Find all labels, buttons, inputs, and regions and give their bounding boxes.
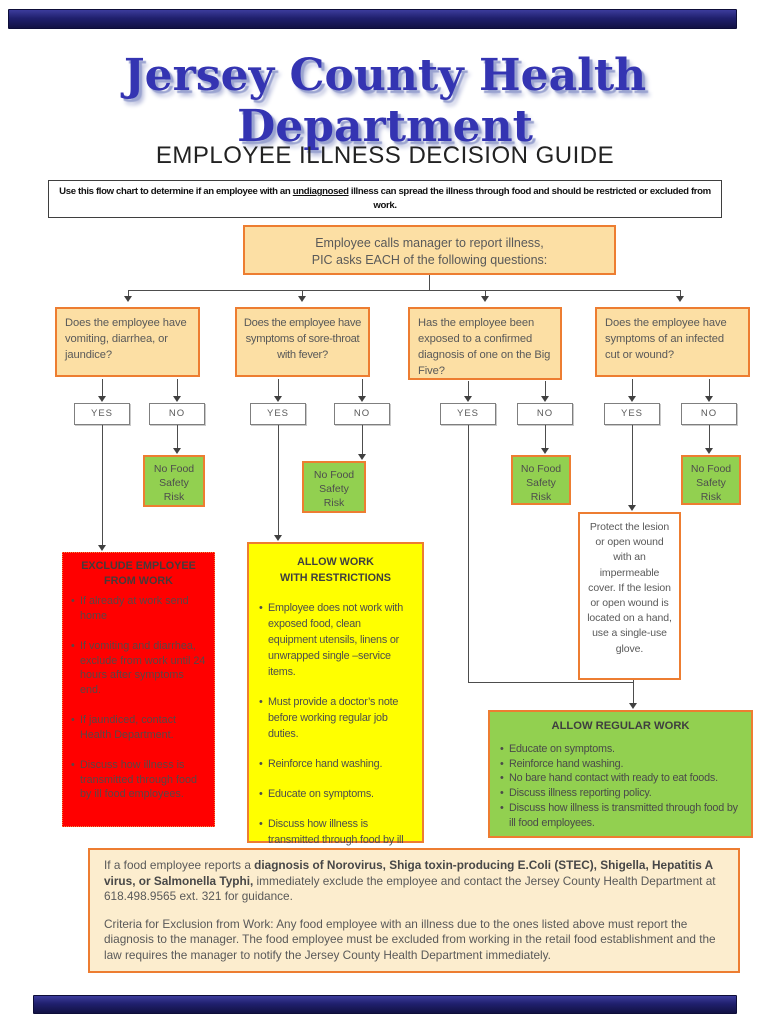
intro-box: Use this flow chart to determine if an e… [48, 180, 722, 218]
connector [102, 379, 103, 396]
arrowhead-icon [628, 396, 636, 402]
arrowhead-icon [98, 545, 106, 551]
arrowhead-icon [274, 535, 282, 541]
restrict-bullet: Reinforce hand washing. [259, 756, 412, 772]
footer-paragraph-2: Criteria for Exclusion from Work: Any fo… [104, 916, 716, 962]
exclude-bullet: If jaundiced, contact Health Department. [71, 713, 206, 742]
regular-bullet: Reinforce hand washing. [500, 757, 741, 772]
connector [632, 425, 633, 506]
regular-bullet: Discuss illness reporting policy. [500, 786, 741, 801]
connector [468, 682, 633, 683]
exclude-employee-box: EXCLUDE EMPLOYEE FROM WORK If already at… [62, 552, 215, 827]
restrict-bullet: Employee does not work with exposed food… [259, 600, 412, 680]
footer-note-box: If a food employee reports a diagnosis o… [88, 848, 740, 973]
no-risk-box-4: No Food Safety Risk [681, 455, 741, 505]
regular-bullet: Discuss how illness is transmitted throu… [500, 801, 741, 831]
no-risk-box-1: No Food Safety Risk [143, 455, 205, 507]
yes-box-3: YES [440, 403, 496, 425]
connector [362, 379, 363, 396]
page-title: Jersey County Health Department [123, 50, 647, 152]
question-box-big-five: Has the employee been exposed to a confi… [408, 307, 562, 380]
arrowhead-icon [705, 396, 713, 402]
connector [545, 381, 546, 396]
restrict-bullet: Educate on symptoms. [259, 786, 412, 802]
regular-bullet: No bare hand contact with ready to eat f… [500, 771, 741, 786]
restrict-title: ALLOW WORK WITH RESTRICTIONS [280, 556, 391, 584]
arrowhead-icon [676, 296, 684, 302]
footer-p1-bold: diagnosis of Norovirus, Shiga toxin-prod… [104, 858, 713, 888]
connector [429, 275, 430, 290]
connector [362, 425, 363, 454]
connector [468, 425, 469, 682]
arrowhead-icon [481, 296, 489, 302]
arrowhead-icon [629, 703, 637, 709]
yes-box-1: YES [74, 403, 130, 425]
restrict-bullet: Must provide a doctor’s note before work… [259, 694, 412, 742]
connector [177, 379, 178, 396]
intro-text-pre: Use this flow chart to determine if an e… [59, 186, 293, 197]
connector [680, 290, 681, 297]
connector [632, 379, 633, 396]
connector [709, 379, 710, 396]
connector [302, 290, 303, 297]
arrowhead-icon [173, 396, 181, 402]
question-box-sore-throat: Does the employee have symptoms of sore-… [235, 307, 370, 377]
connector [128, 290, 680, 291]
regular-title: ALLOW REGULAR WORK [551, 720, 690, 732]
regular-bullet: Educate on symptoms. [500, 742, 741, 757]
footer-paragraph-1: If a food employee reports a diagnosis o… [104, 858, 724, 905]
exclude-bullet: Discuss how illness is transmitted throu… [71, 758, 206, 802]
yes-box-2: YES [250, 403, 306, 425]
connector [633, 680, 634, 703]
no-risk-box-2: No Food Safety Risk [302, 461, 366, 513]
question-box-vomiting: Does the employee have vomiting, diarrhe… [55, 307, 200, 377]
no-box-2: NO [334, 403, 390, 425]
arrowhead-icon [358, 396, 366, 402]
no-box-3: NO [517, 403, 573, 425]
arrowhead-icon [358, 454, 366, 460]
footer-p1-pre: If a food employee reports a [104, 858, 255, 872]
no-risk-box-3: No Food Safety Risk [511, 455, 571, 505]
arrowhead-icon [298, 296, 306, 302]
footer-p1-post: immediately exclude the employee and con… [104, 873, 716, 904]
arrowhead-icon [628, 505, 636, 511]
arrowhead-icon [705, 448, 713, 454]
arrowhead-icon [541, 448, 549, 454]
connector [102, 425, 103, 545]
page-subtitle: EMPLOYEE ILLNESS DECISION GUIDE [155, 142, 615, 169]
connector [128, 290, 129, 297]
intro-text-post: illness can spread the illness through f… [348, 186, 711, 211]
connector [177, 425, 178, 448]
arrowhead-icon [274, 396, 282, 402]
top-banner-bar [8, 9, 737, 29]
arrowhead-icon [173, 448, 181, 454]
exclude-bullet: If already at work send home [71, 594, 206, 623]
question-box-cut-wound: Does the employee have symptoms of an in… [595, 307, 750, 377]
no-box-1: NO [149, 403, 205, 425]
connector [485, 290, 486, 297]
allow-regular-work-box: ALLOW REGULAR WORK Educate on symptoms. … [488, 710, 753, 838]
arrowhead-icon [98, 396, 106, 402]
exclude-title: EXCLUDE EMPLOYEE FROM WORK [81, 560, 196, 587]
yes-box-4: YES [604, 403, 660, 425]
intro-text-underlined: undiagnosed [292, 186, 349, 197]
connector [468, 381, 469, 396]
no-box-4: NO [681, 403, 737, 425]
connector [278, 425, 279, 535]
protect-wound-box: Protect the lesion or open wound with an… [578, 512, 681, 680]
start-line1: Employee calls manager to report illness… [315, 236, 544, 250]
arrowhead-icon [464, 396, 472, 402]
exclude-bullet: If vomiting and diarrhea, exclude from w… [71, 639, 206, 697]
bottom-banner-bar [33, 995, 737, 1014]
start-line2: PIC asks EACH of the following questions… [311, 253, 548, 267]
connector [709, 425, 710, 448]
start-box: Employee calls manager to report illness… [243, 225, 616, 275]
connector [278, 379, 279, 396]
arrowhead-icon [124, 296, 132, 302]
connector [545, 425, 546, 448]
arrowhead-icon [541, 396, 549, 402]
allow-restrictions-box: ALLOW WORK WITH RESTRICTIONS Employee do… [247, 542, 424, 862]
